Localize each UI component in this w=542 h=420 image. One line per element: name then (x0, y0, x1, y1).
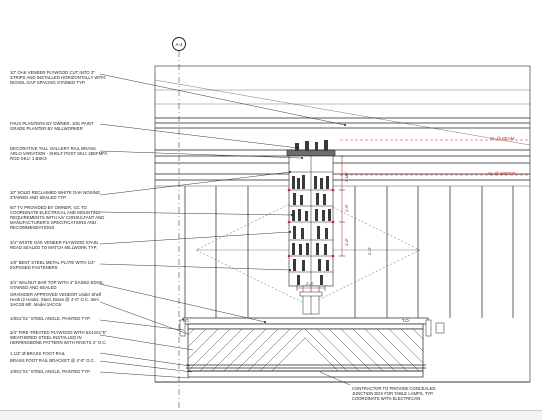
note-walnut-bar-top: 3/4" WALNUT BAR TOP WITH 4" EASED EDGE, … (10, 280, 105, 290)
ceiling-level-label: CL @ BEAM (490, 136, 515, 141)
note-steel-angle-top: 1/8X1"X1" STEEL ANGLE, PAINTED TYP. (10, 316, 91, 321)
dim-tv-height: 2'-0" (367, 247, 372, 255)
grid-bubble: A-4 (172, 37, 186, 51)
note-oak-nosing: 10" SOLID RECLAIMED WHITE OAK NOSING STA… (10, 190, 101, 200)
note-gallery-rail: DECORATIVE TALL GALLERY RAIL BRASS ARLO … (10, 146, 108, 161)
note-faux-planters: FAUX PLANTERS BY OWNER. 10G PAINT GRADE … (10, 121, 94, 131)
note-oak-veneer-slats: 10" OAK VENEER PLYWOOD CUT INTO 3" STRIP… (10, 70, 106, 85)
note-grainger-hooks: GRAINGER APPROVED VENDOR Under Shelf Hoo… (10, 292, 102, 307)
dim-tower-width: 2'-3" (306, 281, 314, 286)
note-white-oak-plywood: 3/4" WHITE OAK VENEER PLYWOOD STAIN READ… (10, 240, 99, 250)
note-herringbone-steel: 3/4" FIRE-TREATED PLYWOOD WITH 6x12x1"6"… (10, 330, 107, 345)
dim-shelf-2: 1'-6" (344, 204, 349, 212)
status-bar (0, 410, 542, 420)
note-steel-angle-bottom: 1/8X1"X1" STEEL ANGLE, PAINTED TYP. (10, 369, 91, 374)
note-brass-foot-rail: 1 1/2" Ø BRASS FOOT RAIL (10, 351, 66, 356)
top-of-right-label: T.O. (402, 318, 410, 323)
contractor-note: CONTRACTOR TO PROVIDE CONCEALED JUNCTION… (352, 386, 436, 401)
top-of-left-label: T.O. (182, 318, 190, 323)
dim-shelf-3: 1'-6" (344, 238, 349, 246)
note-foot-rail-bracket: BRASS FOOT RAIL BRACKET @ 4'-0" O.C. (10, 358, 95, 363)
soffit-level-label: CL @ SOFFIT (488, 171, 516, 176)
note-tv: 60" TV PROVIDED BY OWNER, GC TO COORDINA… (10, 205, 105, 230)
dim-shelf-1: 7 1/8" (344, 171, 349, 182)
note-bent-steel-plate: 1/8" BENT STEEL METAL PLATE WITH 1/4" EX… (10, 260, 96, 270)
